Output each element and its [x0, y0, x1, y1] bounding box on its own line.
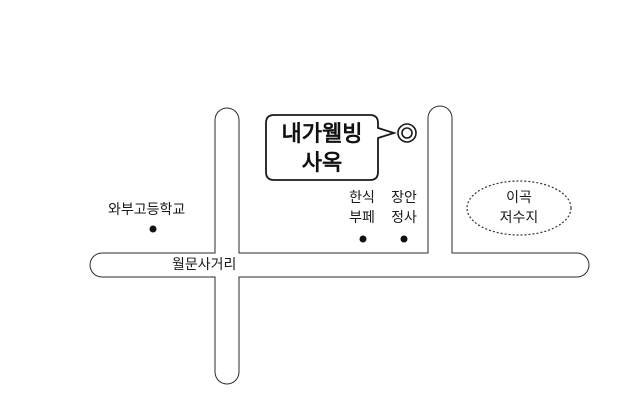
place-dot-jangan: [400, 235, 408, 243]
road-label-wolmun: 월문사거리: [172, 257, 236, 273]
place-label-hansik-1: 한식: [349, 190, 375, 206]
place-label-hansik-2: 부페: [349, 210, 375, 226]
company-callout: 내가웰빙 사옥: [265, 114, 398, 181]
place-label-school: 와부고등학교: [108, 202, 185, 218]
reservoir-outline: [466, 180, 572, 236]
place-dot-hansik: [359, 235, 367, 243]
road-network: [89, 105, 590, 385]
place-label-reservoir-2: 저수지: [500, 210, 539, 226]
place-label-jangan-1: 장안: [391, 190, 417, 206]
location-target-icon: [397, 123, 417, 143]
callout-bubble: [265, 114, 398, 181]
callout-line-2: 사옥: [302, 151, 342, 176]
callout-line-1: 내가웰빙: [282, 122, 363, 147]
place-label-jangan-2: 정사: [391, 210, 417, 226]
reservoir: 이곡 저수지: [466, 180, 572, 236]
place-dot-school: [149, 225, 157, 233]
place-label-reservoir-1: 이곡: [506, 190, 532, 206]
